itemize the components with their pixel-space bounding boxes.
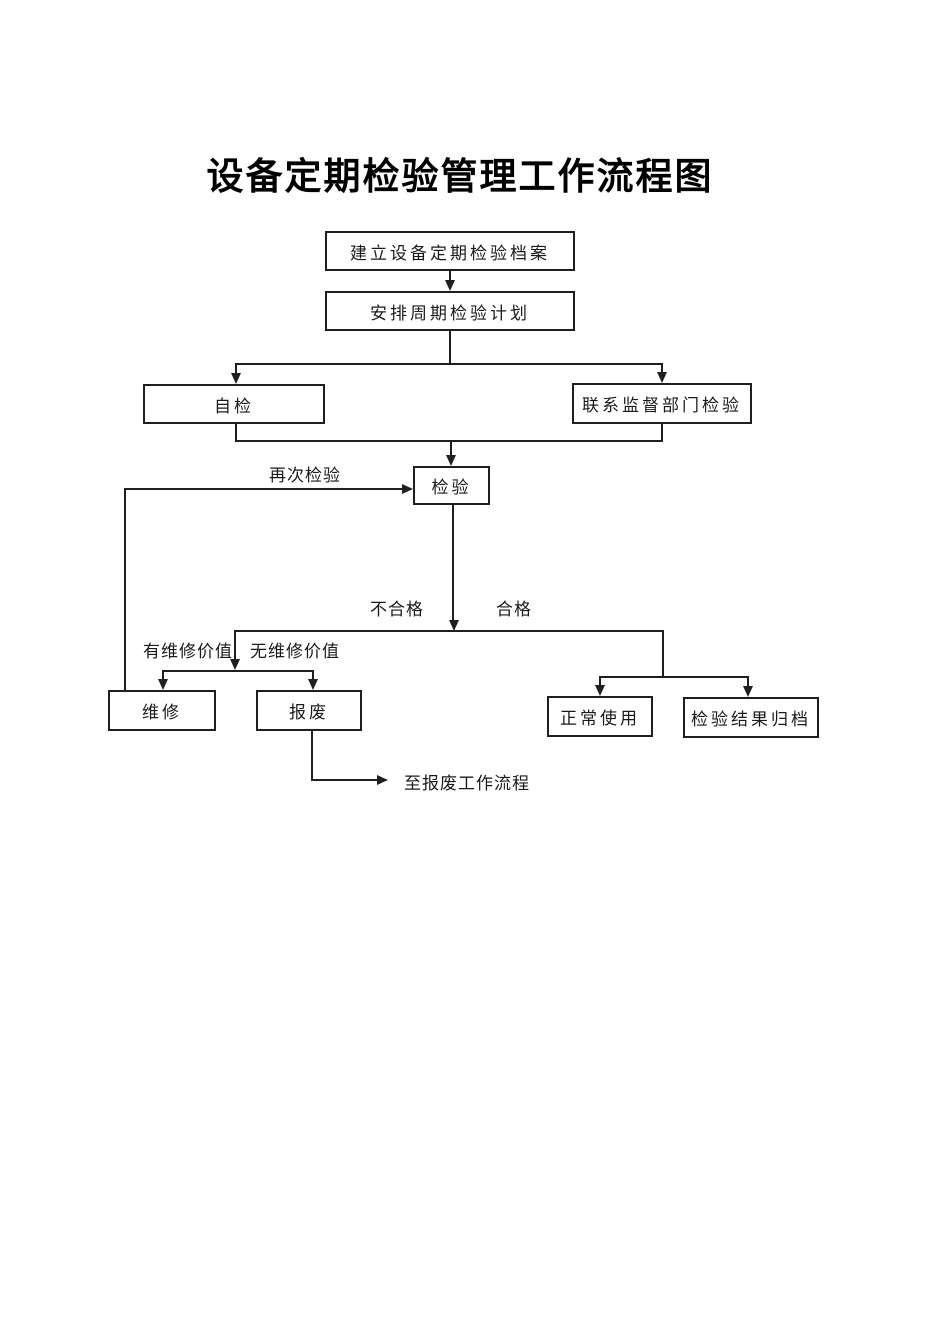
arrowhead-into-inspection-top	[446, 455, 456, 466]
edge-label-to-scrap-flow: 至报废工作流程	[404, 774, 530, 793]
node-inspection: 检验	[413, 466, 490, 505]
connector-merge-line	[235, 440, 663, 442]
arrowhead-into-scrap	[308, 679, 318, 690]
connector-into-result-archive	[747, 676, 749, 687]
connector-into-contact	[661, 363, 663, 373]
connector-plan-down	[449, 331, 451, 365]
connector-archive-to-plan	[449, 271, 451, 281]
connector-merge-down	[450, 440, 452, 456]
arrowhead-into-result-archive	[743, 686, 753, 697]
edge-label-pass: 合格	[496, 600, 532, 619]
node-establish-archive: 建立设备定期检验档案	[325, 231, 575, 271]
connector-into-normal-use	[599, 676, 601, 686]
connector-scrap-down	[311, 731, 313, 781]
edge-label-recheck: 再次检验	[269, 466, 341, 485]
connector-self-check-down	[235, 424, 237, 442]
arrowhead-into-inspection-left	[402, 484, 413, 494]
arrowhead-onto-repair-scrap-line	[230, 659, 240, 670]
connector-into-self-check	[235, 363, 237, 374]
arrowhead-onto-result-line	[449, 620, 459, 631]
page-title: 设备定期检验管理工作流程图	[206, 156, 714, 197]
connector-pass-drop	[662, 630, 664, 678]
connector-recheck-horizontal	[124, 488, 402, 490]
connector-inspection-down	[452, 505, 454, 621]
arrowhead-into-contact	[657, 372, 667, 383]
connector-repair-scrap-line	[162, 670, 314, 672]
connector-fail-drop	[234, 630, 236, 660]
node-contact-supervision: 联系监督部门检验	[572, 383, 752, 424]
connector-pass-split-line	[599, 676, 749, 678]
connector-into-repair	[162, 670, 164, 680]
arrowhead-into-plan	[445, 280, 455, 291]
connector-scrap-right	[311, 779, 377, 781]
node-repair: 维修	[108, 690, 216, 731]
connector-recheck-vertical	[124, 488, 126, 690]
edge-label-no-repair-value: 无维修价值	[250, 642, 340, 661]
arrowhead-to-scrap-flow	[377, 775, 388, 785]
connector-result-line	[234, 630, 664, 632]
edge-label-fail: 不合格	[370, 600, 424, 619]
arrowhead-into-normal-use	[595, 685, 605, 696]
node-scrap: 报废	[256, 690, 362, 731]
node-schedule-plan: 安排周期检验计划	[325, 291, 575, 331]
connector-into-scrap	[312, 670, 314, 680]
node-normal-use: 正常使用	[547, 696, 653, 737]
connector-contact-down	[661, 424, 663, 442]
edge-label-has-repair-value: 有维修价值	[143, 642, 233, 661]
arrowhead-into-self-check	[231, 373, 241, 384]
arrowhead-into-repair	[158, 679, 168, 690]
node-self-check: 自检	[143, 384, 325, 424]
node-result-archive: 检验结果归档	[683, 697, 819, 738]
connector-split-top	[235, 363, 663, 365]
